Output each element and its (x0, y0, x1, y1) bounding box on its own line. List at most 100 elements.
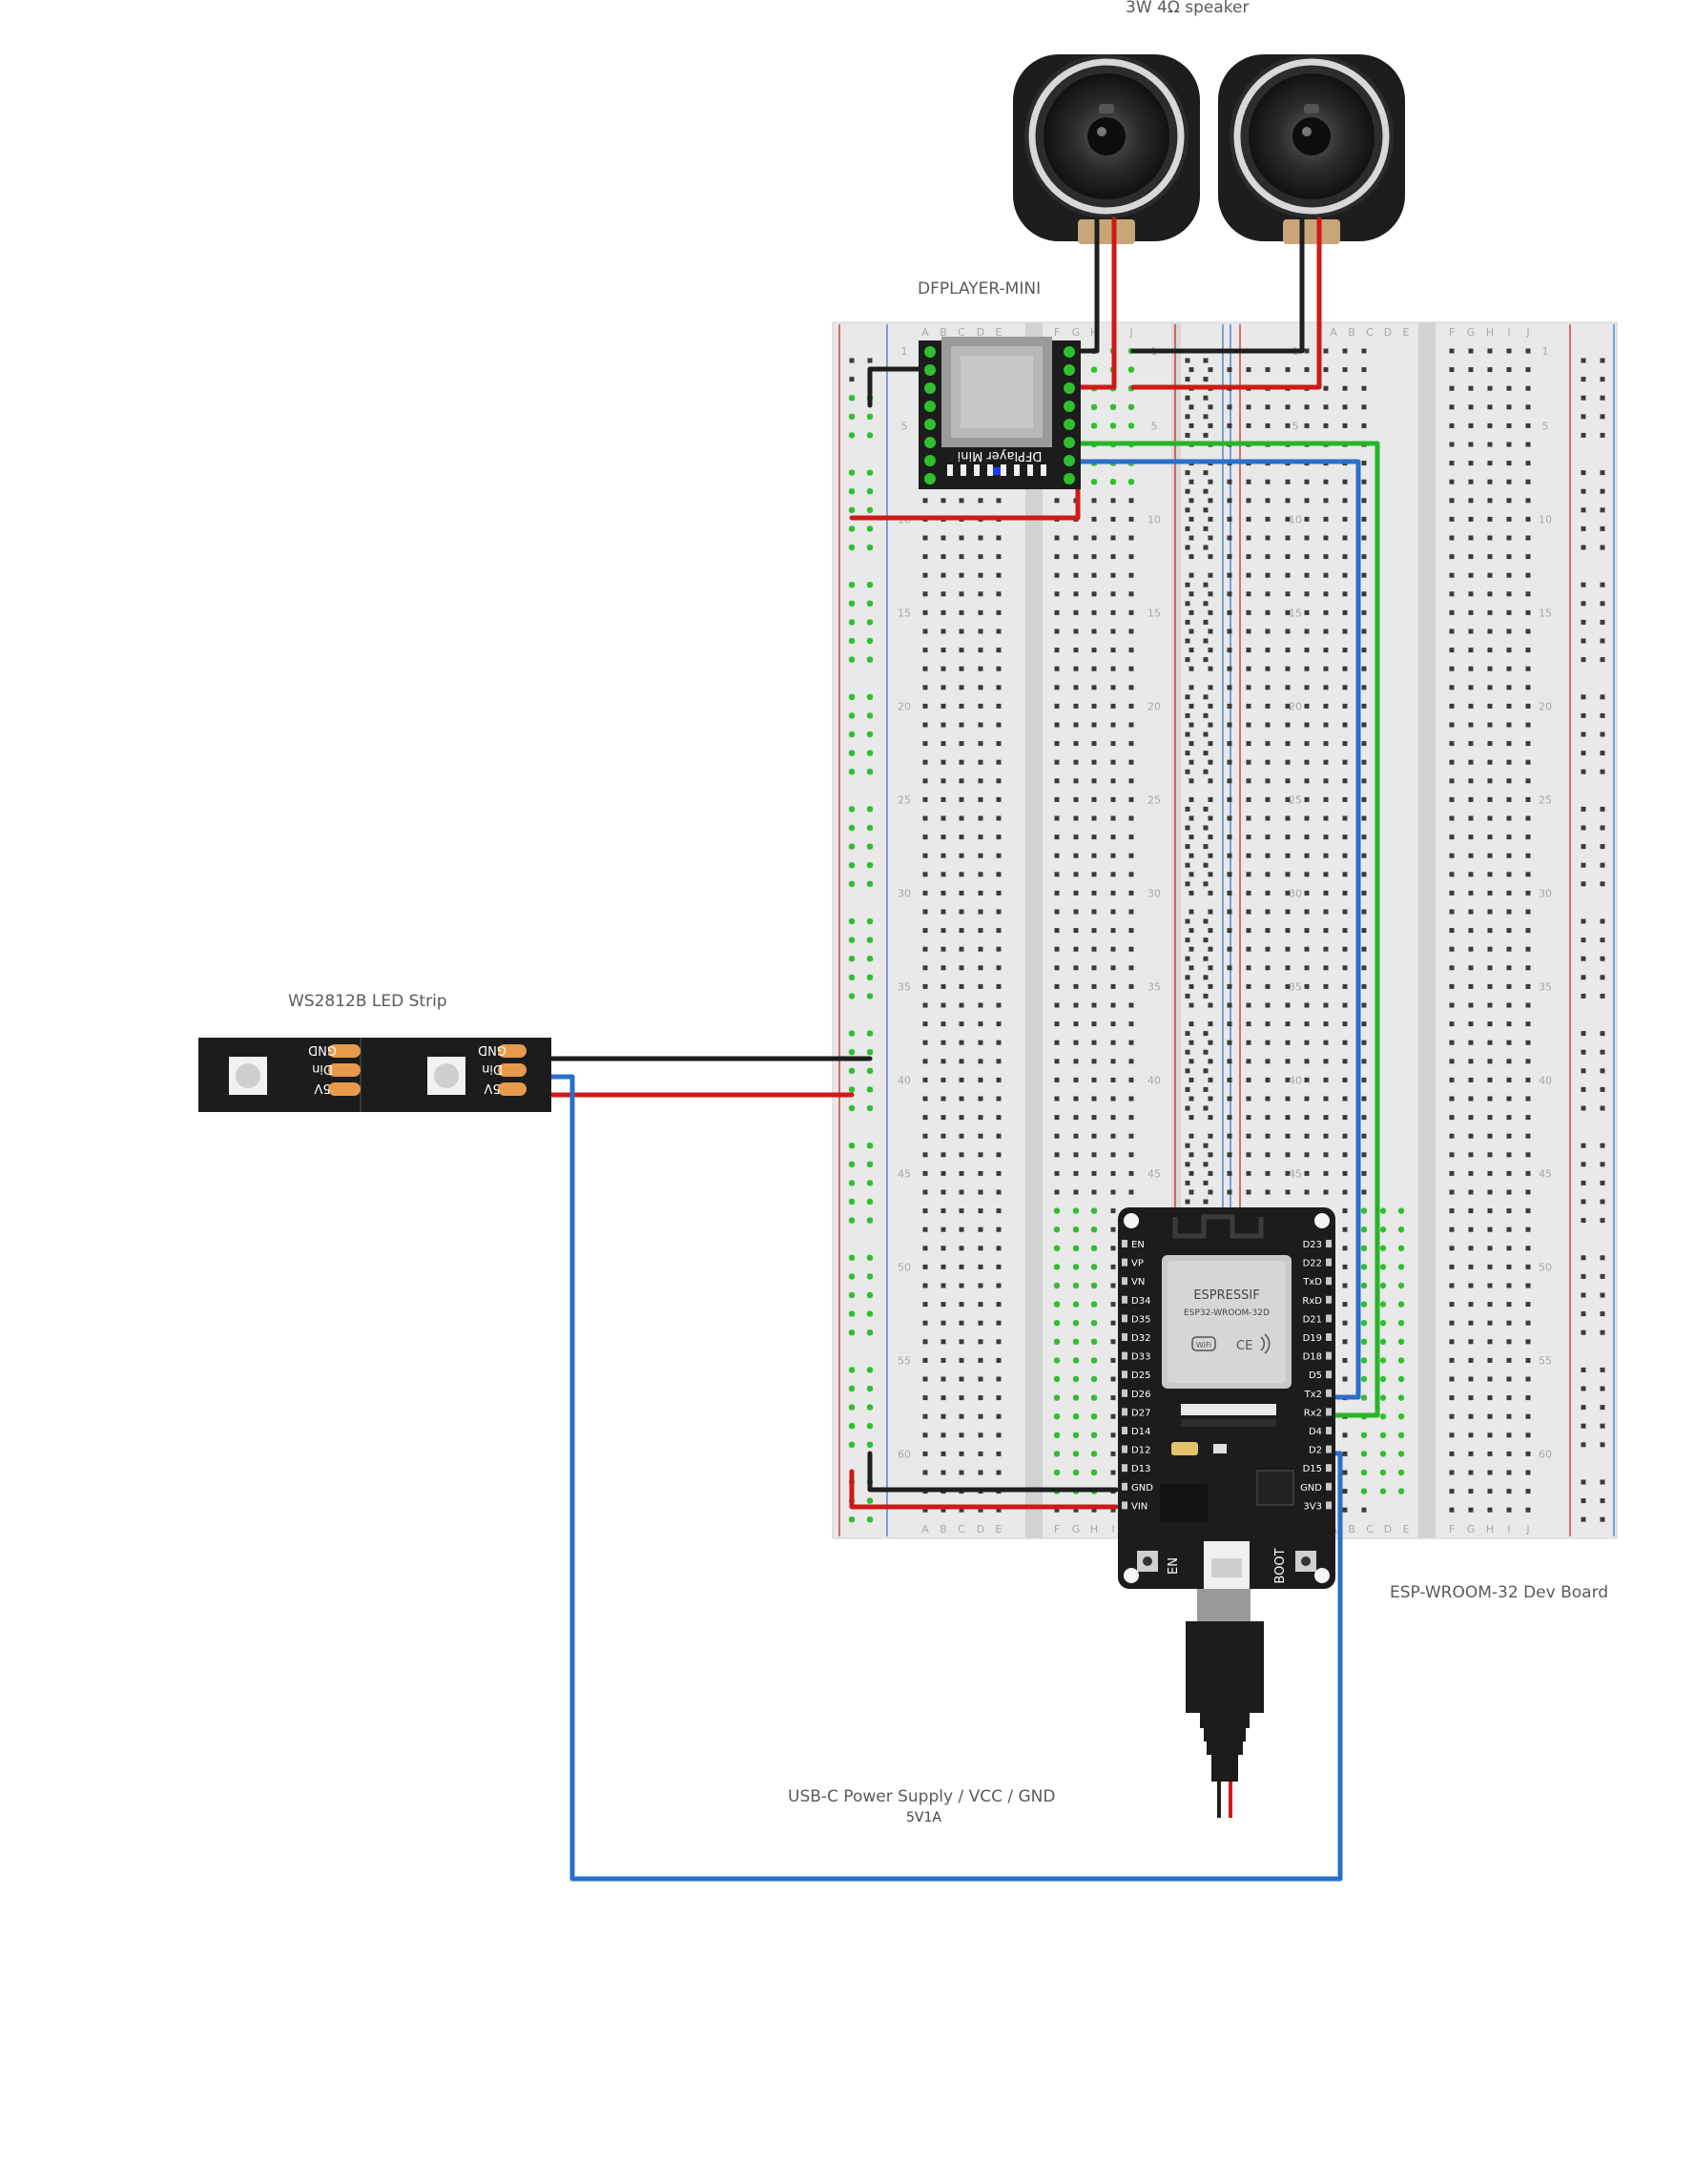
breadboard-hole (1506, 1283, 1512, 1288)
breadboard-hole (959, 1189, 964, 1195)
breadboard-hole (1265, 1021, 1271, 1027)
breadboard-hole (1506, 572, 1512, 578)
dfplayer-pin (1064, 455, 1075, 466)
breadboard-hole (1054, 909, 1060, 915)
rail-hole (1203, 414, 1209, 420)
breadboard-hole (978, 965, 983, 971)
breadboard-hole (1227, 685, 1232, 690)
breadboard-hole (959, 535, 964, 541)
breadboard-hole (1304, 965, 1310, 971)
breadboard-hole (1265, 1152, 1271, 1158)
connected-hole (848, 432, 856, 439)
column-letter-top: B (940, 326, 947, 339)
breadboard-hole (1091, 1002, 1097, 1008)
breadboard-hole (1110, 1451, 1116, 1456)
breadboard-hole (1468, 1002, 1474, 1008)
connected-hole (1072, 1451, 1080, 1457)
breadboard-hole (1110, 1021, 1116, 1027)
rail-hole (1185, 470, 1190, 476)
connected-hole (1090, 1451, 1098, 1457)
breadboard-hole (1525, 928, 1531, 934)
breadboard-hole (1054, 1170, 1060, 1176)
breadboard-hole (1265, 759, 1271, 765)
breadboard-hole (1342, 1376, 1348, 1382)
breadboard-hole (1487, 348, 1493, 354)
breadboard-hole (922, 722, 928, 728)
breadboard-hole (1342, 1096, 1348, 1102)
breadboard-hole (1342, 872, 1348, 877)
connected-hole (866, 1423, 874, 1430)
breadboard-hole (1054, 1002, 1060, 1008)
breadboard-hole (1189, 946, 1194, 952)
connected-hole (1072, 1413, 1080, 1420)
breadboard-hole (978, 1133, 983, 1139)
breadboard-hole (1304, 928, 1310, 934)
breadboard-hole (1323, 648, 1329, 653)
breadboard-hole (1054, 872, 1060, 877)
breadboard-hole (1091, 741, 1097, 747)
breadboard-hole (1128, 628, 1134, 634)
breadboard-hole (1246, 983, 1251, 989)
breadboard-hole (996, 796, 1002, 802)
breadboard-hole (1285, 516, 1291, 522)
breadboard-hole (1323, 853, 1329, 858)
column-letter-top: D (977, 326, 984, 339)
breadboard-hole (1525, 946, 1531, 952)
breadboard-hole (959, 1451, 964, 1456)
rail-hole (1581, 1329, 1586, 1335)
connected-hole (1379, 1357, 1387, 1364)
breadboard-hole (941, 741, 946, 747)
breadboard-hole (1304, 516, 1310, 522)
breadboard-hole (1208, 1059, 1213, 1064)
rail-hole (1203, 1199, 1209, 1205)
breadboard-channel (1025, 322, 1043, 1538)
breadboard-hole (1246, 1133, 1251, 1139)
breadboard-hole (922, 572, 928, 578)
breadboard-hole (1468, 516, 1474, 522)
breadboard-hole (1449, 1115, 1455, 1121)
speaker-right (1218, 54, 1405, 244)
breadboard-hole (1525, 1115, 1531, 1121)
esp32-pin (1326, 1427, 1332, 1434)
breadboard-hole (1285, 572, 1291, 578)
breadboard-hole (1449, 778, 1455, 784)
breadboard-hole (1361, 834, 1367, 840)
breadboard-hole (1285, 1133, 1291, 1139)
connected-hole (1072, 1394, 1080, 1401)
rail-hole (1203, 1049, 1209, 1055)
esp32-pin (1326, 1408, 1332, 1416)
rail-hole (1203, 769, 1209, 774)
breadboard-hole (1525, 853, 1531, 858)
breadboard-hole (1227, 759, 1232, 765)
breadboard-hole (1506, 1040, 1512, 1045)
breadboard-hole (1506, 796, 1512, 802)
breadboard-hole (1342, 983, 1348, 989)
breadboard-hole (1110, 1226, 1116, 1232)
connected-hole (1360, 1375, 1368, 1383)
breadboard-hole (1285, 778, 1291, 784)
breadboard-hole (996, 1470, 1002, 1475)
esp32-pin (1326, 1482, 1332, 1491)
rail-hole (1581, 1311, 1586, 1317)
rail-hole (1185, 918, 1190, 924)
connected-hole (848, 1049, 856, 1056)
connected-hole (866, 712, 874, 719)
breadboard-hole (996, 872, 1002, 877)
breadboard-hole (1361, 1059, 1367, 1064)
rail-hole (1185, 993, 1190, 999)
rail-hole (1581, 751, 1586, 756)
breadboard-hole (978, 1395, 983, 1401)
column-letter-bottom: D (977, 1523, 984, 1535)
power-rating-label: 5V1A (906, 1810, 941, 1825)
breadboard-hole (1128, 1096, 1134, 1102)
breadboard-hole (1506, 965, 1512, 971)
breadboard-hole (1208, 666, 1213, 671)
breadboard-hole (1449, 946, 1455, 952)
breadboard-hole (1361, 554, 1367, 560)
breadboard-hole (1091, 834, 1097, 840)
breadboard-hole (1468, 1283, 1474, 1288)
led-pad (498, 1063, 527, 1077)
breadboard-hole (1285, 834, 1291, 840)
breadboard-hole (1110, 946, 1116, 952)
breadboard-hole (1487, 404, 1493, 410)
